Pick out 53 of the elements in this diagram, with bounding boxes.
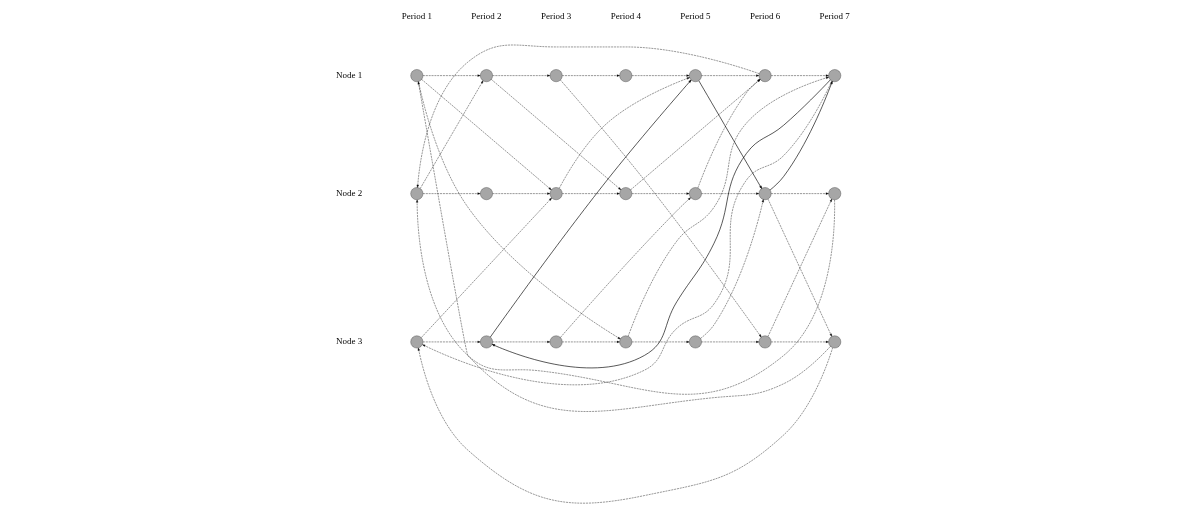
arrow [416,199,835,395]
arrow [771,340,829,343]
arrow [562,192,620,195]
label: Period 5 [680,11,711,22]
arrow [630,79,761,191]
arrow [416,44,760,188]
label: Period 6 [749,11,781,22]
arrow [560,79,762,338]
arrow [421,197,552,338]
arrow [491,79,622,190]
node-circle [480,335,493,349]
label: Node 1 [336,69,363,80]
arrow [422,192,481,195]
arrow [559,77,690,189]
arrow [701,192,759,195]
arrow [492,340,551,343]
arrow [492,192,551,195]
arrow [701,74,759,77]
arrow [631,192,690,195]
arrow [631,340,690,343]
label: Period 2 [471,11,502,22]
arrow [769,81,833,191]
arrow [492,74,551,77]
arrow [418,81,621,340]
label: Node 2 [336,187,363,198]
arrow [417,347,833,504]
arrow [420,80,484,189]
arrow [771,192,829,195]
node-circle [410,187,424,200]
arrow [490,79,692,338]
arrow [562,74,620,77]
arrow [701,340,759,343]
node-circle [619,69,633,82]
arrow [422,74,481,77]
arrow [491,79,831,369]
arrow [767,198,832,337]
node-circle [480,187,493,200]
label: Period 4 [610,11,641,22]
arrow [631,74,690,77]
node-circle [828,69,842,82]
label: Period 7 [819,11,850,22]
node-circle [689,335,702,349]
arrow [562,340,620,343]
arrow [628,76,829,337]
arrow [421,79,552,190]
label: Period 3 [541,11,572,22]
arrow [560,197,691,338]
node-circle [410,69,424,82]
label: Period 1 [401,11,432,22]
arrow [422,340,481,343]
arrow [700,199,764,339]
label: Node 3 [336,336,363,347]
arrow [771,74,829,77]
